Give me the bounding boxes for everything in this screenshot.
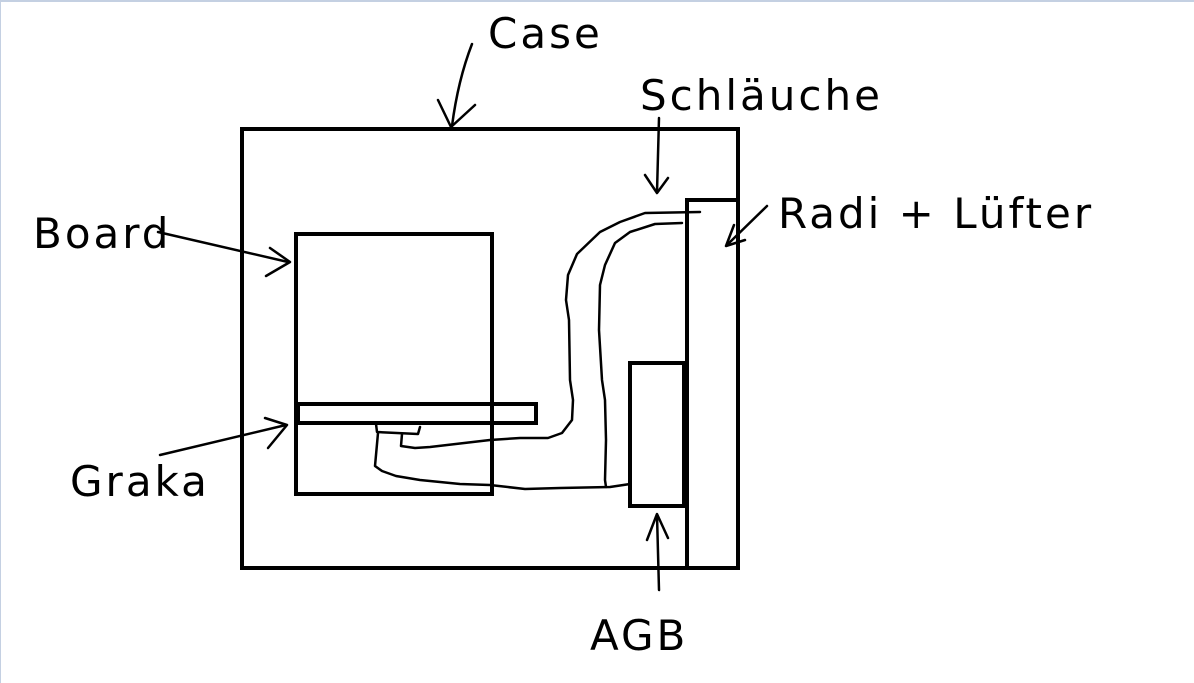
agb-box: [628, 361, 686, 508]
tube-return: [373, 431, 632, 491]
graka-arrow-icon: [158, 416, 289, 457]
case-arrow-icon: [436, 42, 477, 129]
agb-arrow-icon: [645, 512, 670, 592]
graka-box: [296, 402, 538, 425]
tubes-arrow-icon: [643, 116, 670, 195]
tube-outer: [399, 210, 702, 450]
gpu-connector: [374, 422, 422, 436]
case-label: Case: [488, 9, 603, 58]
radiator-box: [685, 198, 740, 570]
graka-label: Graka: [70, 457, 210, 506]
agb-label: AGB: [590, 611, 688, 660]
tube-inner: [597, 221, 684, 489]
board-label: Board: [33, 209, 171, 258]
radiator-label: Radi + Lüfter: [778, 189, 1094, 238]
tubes-label: Schläuche: [640, 71, 883, 120]
radiator-arrow-icon: [724, 204, 769, 248]
board-arrow-icon: [156, 230, 292, 278]
board-box: [294, 232, 494, 496]
